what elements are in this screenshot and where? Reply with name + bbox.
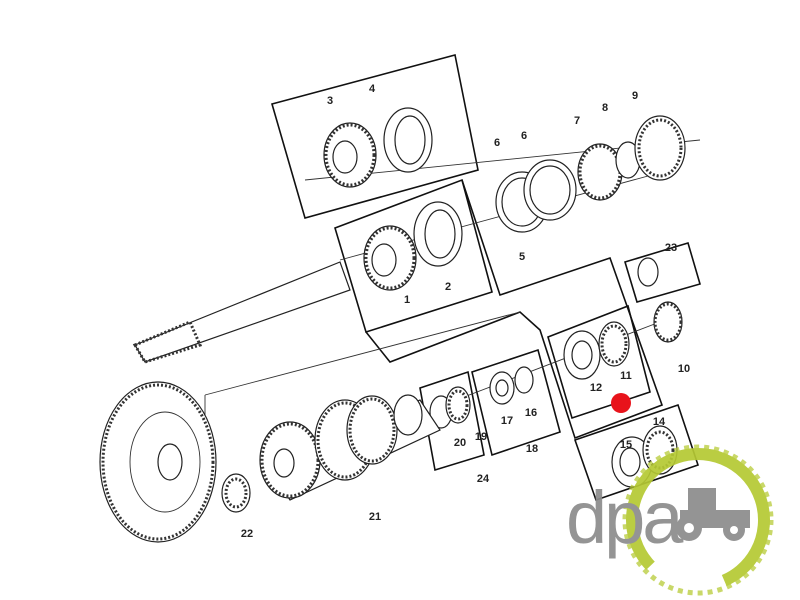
gear-10 <box>653 301 683 343</box>
bearing-22-rollers <box>224 477 248 509</box>
ring-16 <box>514 366 534 394</box>
part-label[interactable]: 24 <box>477 473 490 485</box>
group-box-23 <box>624 242 701 303</box>
gear-9-teeth <box>637 118 683 178</box>
part-label[interactable]: 14 <box>653 416 666 428</box>
bearing-11-rollers <box>600 324 628 364</box>
dpa-logo: dpa <box>566 444 774 596</box>
part-label[interactable]: 6 <box>521 130 527 142</box>
tractor-icon <box>676 488 750 541</box>
gear-1-inner <box>371 243 397 277</box>
bearing-3-inner <box>332 140 358 174</box>
gear-21c <box>346 395 398 465</box>
group-box-11-12 <box>547 304 651 420</box>
washer-17-inner <box>495 379 509 397</box>
part-label[interactable]: 12 <box>590 382 602 394</box>
gear-7 <box>577 143 623 201</box>
group-box-3-4 <box>271 54 479 219</box>
gear-1-teeth <box>364 226 416 290</box>
part-label[interactable]: 17 <box>501 415 513 427</box>
gear-10-teeth <box>653 302 683 342</box>
part-label[interactable]: 18 <box>526 443 538 455</box>
part-label[interactable]: 22 <box>241 528 253 540</box>
part-labels: 1 2 3 4 5 6 6 7 8 9 10 11 12 14 15 16 17… <box>241 83 690 540</box>
group-box-5-outline <box>365 179 664 440</box>
part-label[interactable]: 8 <box>602 102 608 114</box>
logo-text: dpa <box>566 476 684 559</box>
part-label[interactable]: 4 <box>369 83 376 95</box>
frame-line <box>204 311 521 396</box>
gear-21d <box>393 394 423 436</box>
part-label[interactable]: 1 <box>404 294 410 306</box>
gear-9 <box>634 115 686 181</box>
part-label[interactable]: 2 <box>445 281 451 293</box>
part-label[interactable]: 20 <box>454 437 466 449</box>
part-label[interactable]: 19 <box>475 431 487 443</box>
ring-gear-bolt-circle <box>129 411 201 513</box>
gear-21a-bore <box>273 448 295 478</box>
part-label[interactable]: 5 <box>519 251 525 263</box>
ring-2-inner <box>424 209 456 259</box>
group-box-16-17-18 <box>471 348 561 457</box>
part-label[interactable]: 7 <box>574 115 580 127</box>
bearing-19-rollers <box>447 389 469 421</box>
part-label[interactable]: 16 <box>525 407 537 419</box>
bearing-12-inner <box>571 340 593 370</box>
gear-21c-teeth <box>348 397 396 463</box>
bearing-11 <box>598 321 630 367</box>
part-label[interactable]: 15 <box>620 439 632 451</box>
ring-gear-hub <box>157 443 183 481</box>
main-shaft <box>134 261 351 363</box>
part-label[interactable]: 11 <box>620 370 632 382</box>
logo-gear-ring <box>625 448 770 592</box>
gear-21a-teeth <box>260 422 320 498</box>
group-box-19-20-24 <box>419 370 485 472</box>
part-label[interactable]: 21 <box>369 511 381 523</box>
part-label[interactable]: 23 <box>665 242 677 254</box>
highlight-marker[interactable] <box>611 393 631 413</box>
logo-gear-teeth <box>622 444 774 596</box>
part-label[interactable]: 9 <box>632 90 638 102</box>
nut-23 <box>637 257 659 287</box>
part-label[interactable]: 3 <box>327 95 333 107</box>
bearing-15-inner <box>619 447 641 477</box>
ring-gear-teeth <box>101 383 215 541</box>
part-label[interactable]: 6 <box>494 137 500 149</box>
group-box-1-2 <box>334 178 493 334</box>
group-box-14-15 <box>573 403 700 502</box>
part-label[interactable]: 10 <box>678 363 690 375</box>
ring-4-inner <box>394 115 426 165</box>
shim-6b-inner <box>529 165 571 215</box>
pinion-teeth <box>132 320 203 364</box>
gear-3-teeth <box>324 123 376 187</box>
